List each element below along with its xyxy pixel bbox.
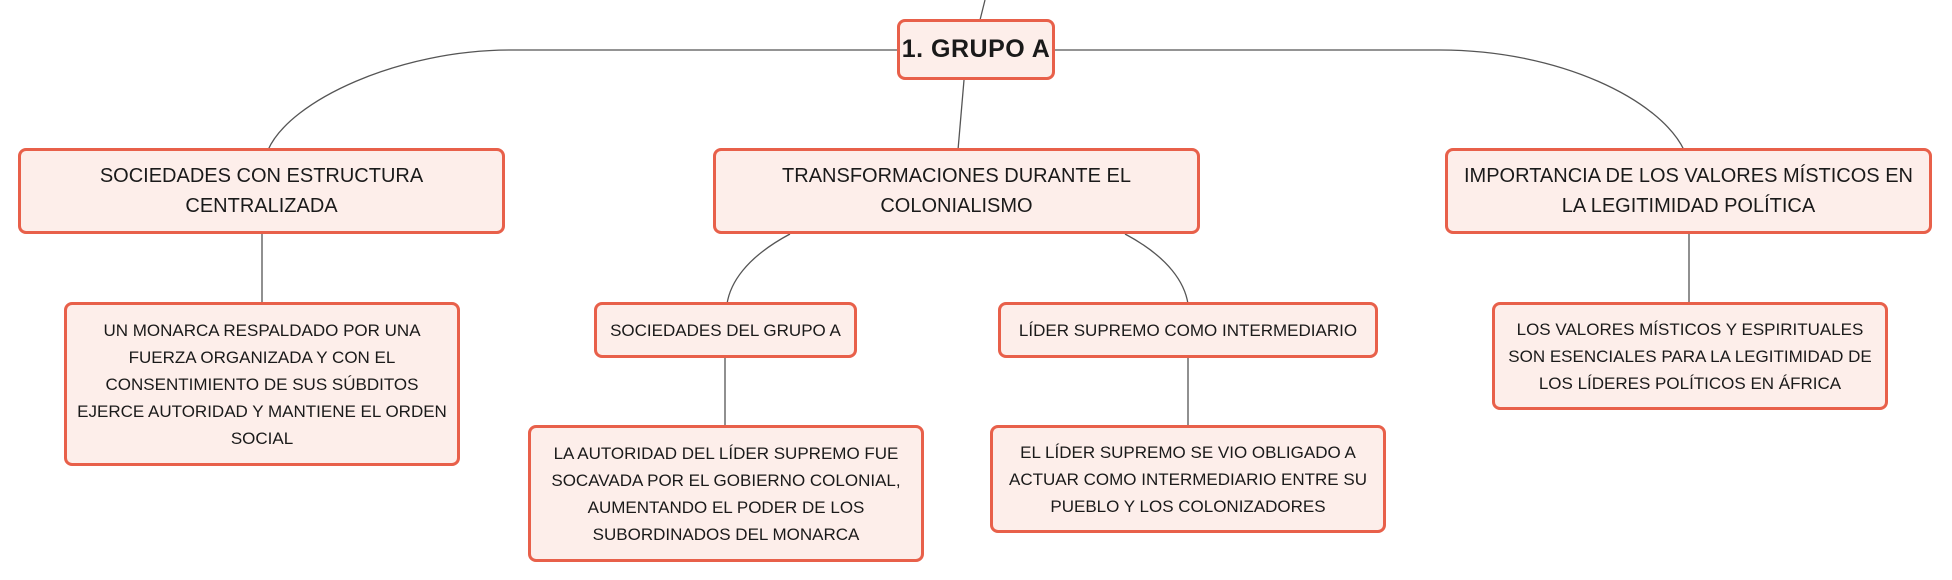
node-label: SOCIEDADES CON ESTRUCTURA CENTRALIZADA [99,165,424,217]
connector-transformaciones-to-lider [1124,233,1189,305]
node-label: LÍDER SUPREMO COMO INTERMEDIARIO [1018,320,1358,340]
connector-root-to-parent [979,0,986,21]
node-label: LA AUTORIDAD DEL LÍDER SUPREMO FUE SOCAV… [551,443,901,544]
node-label: SOCIEDADES DEL GRUPO A [610,320,841,340]
node-monarca-autoridad[interactable]: UN MONARCA RESPALDADO POR UNA FUERZA ORG… [64,302,460,466]
node-label: EL LÍDER SUPREMO SE VIO OBLIGADO A ACTUA… [1009,442,1367,516]
node-valores-esenciales[interactable]: LOS VALORES MÍSTICOS Y ESPIRITUALES SON … [1492,302,1888,410]
node-autoridad-socavada[interactable]: LA AUTORIDAD DEL LÍDER SUPREMO FUE SOCAV… [528,425,924,562]
node-sociedades-centralizadas[interactable]: SOCIEDADES CON ESTRUCTURA CENTRALIZADA [18,148,505,234]
node-sociedades-grupo-a[interactable]: SOCIEDADES DEL GRUPO A [594,302,857,358]
connector-transformaciones-to-grupo-a [726,233,791,305]
connector-root-to-transformaciones [957,79,965,151]
node-label: UN MONARCA RESPALDADO POR UNA FUERZA ORG… [77,320,447,448]
node-valores-misticos[interactable]: IMPORTANCIA DE LOS VALORES MÍSTICOS EN L… [1445,148,1932,234]
root-node[interactable]: 1. GRUPO A [897,19,1055,80]
node-label: TRANSFORMACIONES DURANTE EL COLONIALISMO [782,165,1131,217]
node-label: IMPORTANCIA DE LOS VALORES MÍSTICOS EN L… [1464,165,1913,217]
node-intermediario-colonizadores[interactable]: EL LÍDER SUPREMO SE VIO OBLIGADO A ACTUA… [990,425,1386,533]
root-node-label: 1. GRUPO A [901,35,1051,63]
connector-root-to-importancia [1054,49,1685,151]
node-transformaciones-colonialismo[interactable]: TRANSFORMACIONES DURANTE EL COLONIALISMO [713,148,1200,234]
node-label: LOS VALORES MÍSTICOS Y ESPIRITUALES SON … [1508,319,1872,393]
connector-root-to-centralizada [267,49,901,151]
node-lider-supremo-intermediario[interactable]: LÍDER SUPREMO COMO INTERMEDIARIO [998,302,1378,358]
